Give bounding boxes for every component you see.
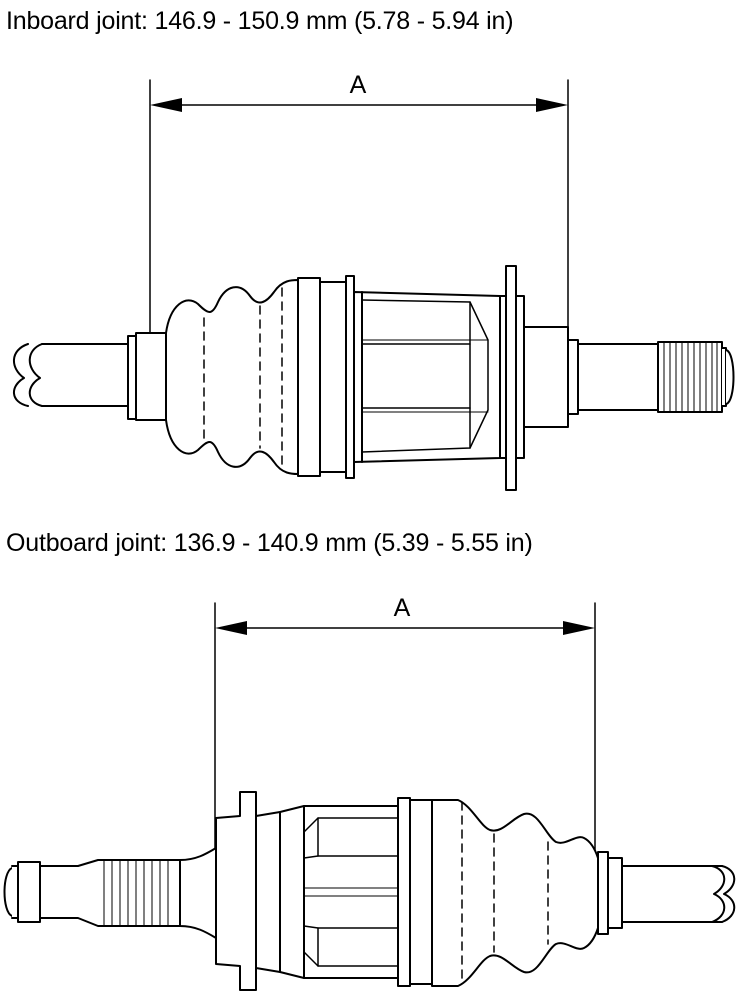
inboard-joint-diagram: A (13, 71, 735, 491)
inboard-dimension-a (149, 79, 569, 336)
dimension-arrow-right-icon (536, 98, 568, 112)
dimension-arrow-left-icon (215, 621, 247, 635)
outboard-dimension-a (214, 602, 596, 859)
outboard-joint-caption: Outboard joint: 136.9 - 140.9 mm (5.39 -… (6, 529, 533, 557)
dimension-arrow-right-icon (563, 621, 595, 635)
inboard-joint-caption: Inboard joint: 146.9 - 150.9 mm (5.78 - … (6, 7, 514, 35)
outboard-joint-diagram: A (3, 594, 736, 991)
inboard-boot (165, 275, 355, 479)
outboard-dimension-label: A (394, 594, 411, 622)
dimension-arrow-left-icon (150, 98, 182, 112)
outboard-stub-shaft (3, 847, 217, 939)
inboard-left-shaft (13, 332, 169, 421)
inboard-dimension-label: A (350, 71, 367, 99)
inboard-housing (353, 265, 569, 491)
inboard-stub-shaft (567, 339, 735, 415)
outboard-boot (397, 797, 609, 987)
outboard-right-shaft (607, 857, 736, 929)
outboard-housing (215, 791, 399, 991)
